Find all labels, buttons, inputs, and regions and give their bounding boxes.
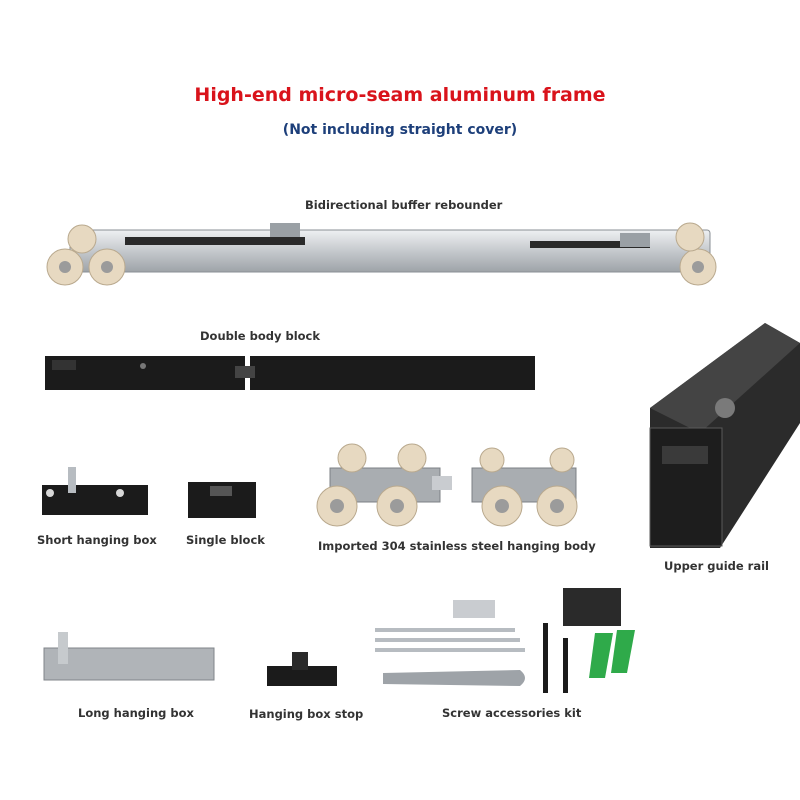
- hanging-box-stop-label: Hanging box stop: [249, 707, 364, 721]
- hanging-body-image: [316, 443, 578, 527]
- single-block-label: Single block: [186, 533, 265, 547]
- upper-guide-rail-label: Upper guide rail: [664, 559, 769, 573]
- long-hanging-box-label: Long hanging box: [78, 706, 194, 720]
- screw-kit-image: [375, 588, 635, 693]
- page-title: High-end micro-seam aluminum frame: [194, 84, 606, 106]
- hanging-body-label: Imported 304 stainless steel hanging bod…: [318, 539, 596, 553]
- double-body-block-label: Double body block: [200, 329, 321, 343]
- screw-kit-label: Screw accessories kit: [442, 706, 582, 720]
- hanging-box-stop-image: [267, 652, 337, 686]
- buffer-rebounder-image: [46, 222, 717, 286]
- buffer-rebounder-label: Bidirectional buffer rebounder: [305, 198, 503, 212]
- long-hanging-box-image: [43, 632, 215, 681]
- double-body-block-image: [45, 356, 535, 390]
- single-block-image: [188, 482, 256, 518]
- short-hanging-box-label: Short hanging box: [37, 533, 157, 547]
- upper-guide-rail-image: [649, 323, 800, 548]
- short-hanging-box-image: [42, 467, 148, 515]
- page-subtitle: (Not including straight cover): [282, 122, 518, 138]
